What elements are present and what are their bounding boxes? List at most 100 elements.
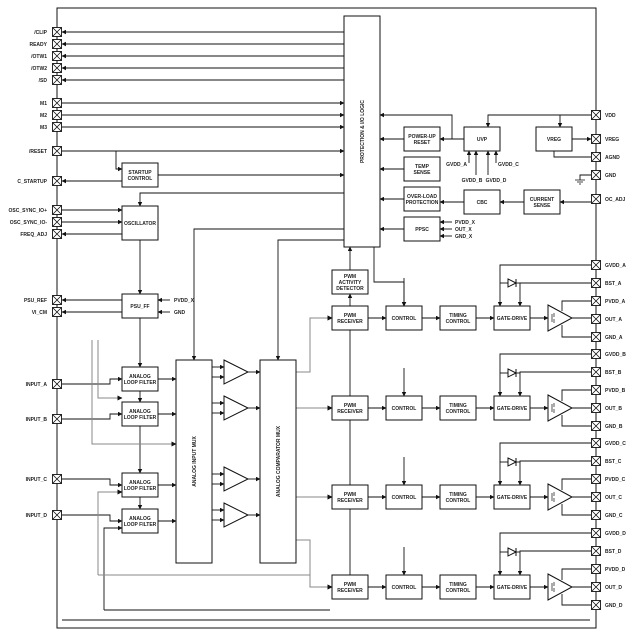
right-pin-bst-c[interactable] bbox=[591, 456, 601, 466]
analog-input-mux-block bbox=[175, 359, 213, 564]
right-pin-pvdd-b[interactable] bbox=[591, 385, 601, 395]
left-pin-vi-cm[interactable] bbox=[52, 307, 62, 317]
left-pin--reset[interactable] bbox=[52, 146, 62, 156]
label-line: SENSE bbox=[414, 170, 432, 176]
right-pin-pvdd-c[interactable] bbox=[591, 474, 601, 484]
left-pin-m2[interactable] bbox=[52, 110, 62, 120]
wire bbox=[137, 192, 344, 207]
analog-comparator-mux-block-box bbox=[259, 359, 297, 564]
ppsc-input-label: OUT_X bbox=[455, 227, 472, 233]
psu-ff-block-box bbox=[121, 293, 159, 319]
uvp-input-label: GVDD_D bbox=[486, 178, 507, 184]
left-pin-ready[interactable] bbox=[52, 39, 62, 49]
left-pin-psu-ref[interactable] bbox=[52, 295, 62, 305]
pin-x-icon bbox=[591, 170, 601, 180]
mosfet-icon bbox=[551, 492, 555, 502]
right-pin-bst-a[interactable] bbox=[591, 278, 601, 288]
left-pin-input-d[interactable] bbox=[52, 510, 62, 520]
current-sense-block bbox=[523, 189, 561, 215]
left-pin-osc-sync-io-[interactable] bbox=[52, 217, 62, 227]
left-pin-c-startup[interactable] bbox=[52, 176, 62, 186]
right-pin-gnd-a[interactable] bbox=[591, 332, 601, 342]
right-pin-gnd[interactable] bbox=[591, 170, 601, 180]
pwm-receiver-b bbox=[331, 395, 369, 421]
right-pin-out-a[interactable] bbox=[591, 314, 601, 324]
right-pin-agnd[interactable] bbox=[591, 152, 601, 162]
label-line: CONTROL bbox=[446, 498, 471, 504]
right-pin-gvdd-c[interactable] bbox=[591, 438, 601, 448]
left-pin-label: /CLIP bbox=[34, 30, 47, 36]
right-pin-oc-adj[interactable] bbox=[591, 194, 601, 204]
right-pin-out-c[interactable] bbox=[591, 492, 601, 502]
left-pin--otw2[interactable] bbox=[52, 63, 62, 73]
label-line: UVP bbox=[477, 137, 488, 143]
label-line: RECEIVER bbox=[337, 498, 363, 504]
right-pin-gnd-d[interactable] bbox=[591, 600, 601, 610]
pin-x-icon bbox=[52, 379, 62, 389]
left-pin-m1[interactable] bbox=[52, 98, 62, 108]
left-pin-freq-adj[interactable] bbox=[52, 229, 62, 239]
wire bbox=[497, 442, 591, 486]
timing-control-b-box bbox=[439, 395, 477, 421]
pin-x-icon bbox=[591, 332, 601, 342]
right-pin-label: GND_C bbox=[605, 513, 623, 519]
left-pin-m3[interactable] bbox=[52, 122, 62, 132]
left-pin-osc-sync-io-[interactable] bbox=[52, 205, 62, 215]
wire bbox=[517, 460, 591, 486]
right-pin-label: GVDD_D bbox=[605, 531, 626, 537]
right-pin-gvdd-a[interactable] bbox=[591, 260, 601, 270]
wire bbox=[517, 282, 591, 307]
right-pin-gnd-c[interactable] bbox=[591, 510, 601, 520]
right-pin-bst-d[interactable] bbox=[591, 546, 601, 556]
gate-drive-b-label: GATE-DRIVE bbox=[497, 406, 528, 412]
left-pin--sd[interactable] bbox=[52, 75, 62, 85]
right-pin-pvdd-d[interactable] bbox=[591, 564, 601, 574]
left-pin-input-a[interactable] bbox=[52, 379, 62, 389]
right-pin-out-d[interactable] bbox=[591, 582, 601, 592]
right-pin-pvdd-a[interactable] bbox=[591, 296, 601, 306]
right-pin-gnd-b[interactable] bbox=[591, 421, 601, 431]
wire bbox=[97, 340, 123, 401]
right-pin-out-b[interactable] bbox=[591, 403, 601, 413]
mosfet-icon bbox=[551, 582, 555, 592]
right-pin-vreg[interactable] bbox=[591, 134, 601, 144]
pin-x-icon bbox=[52, 217, 62, 227]
right-pin-vdd[interactable] bbox=[591, 110, 601, 120]
wire bbox=[62, 376, 123, 385]
left-pin--otw1[interactable] bbox=[52, 51, 62, 61]
right-pin-bst-b[interactable] bbox=[591, 367, 601, 377]
right-pin-gvdd-b[interactable] bbox=[591, 349, 601, 359]
oscillator-block bbox=[121, 205, 159, 241]
left-pin--clip[interactable] bbox=[52, 27, 62, 37]
label-line: ACTIVITY bbox=[339, 280, 362, 286]
wire bbox=[561, 300, 591, 311]
current-sense-block-box bbox=[523, 189, 561, 215]
pin-x-icon bbox=[52, 295, 62, 305]
left-pin-input-c[interactable] bbox=[52, 474, 62, 484]
left-pin-input-b[interactable] bbox=[52, 414, 62, 424]
right-pin-gvdd-d[interactable] bbox=[591, 528, 601, 538]
timing-control-b bbox=[439, 395, 477, 421]
control-d-box bbox=[385, 574, 423, 600]
control-b-box bbox=[385, 395, 423, 421]
control-b-label: CONTROL bbox=[392, 406, 417, 412]
control-b bbox=[385, 395, 423, 421]
right-pin-label: GND bbox=[605, 173, 617, 179]
right-pin-label: OUT_B bbox=[605, 406, 622, 412]
output-stage-d-icon bbox=[547, 573, 574, 601]
uvp-block-box bbox=[463, 126, 501, 152]
pin-x-icon bbox=[591, 260, 601, 270]
protection-io-logic-block-label: PROTECTION & I/O LOGIC bbox=[360, 100, 366, 163]
label-line: LOOP FILTER bbox=[124, 486, 157, 492]
overload-protection-block-box bbox=[403, 186, 441, 212]
label-line: RESET bbox=[414, 140, 431, 146]
label-line: CONTROL bbox=[446, 409, 471, 415]
pin-x-icon bbox=[52, 75, 62, 85]
pwm-activity-detector-block-box bbox=[331, 269, 369, 295]
temp-sense-block-box bbox=[403, 156, 441, 182]
startup-control-block bbox=[121, 162, 159, 188]
pin-x-icon bbox=[591, 421, 601, 431]
